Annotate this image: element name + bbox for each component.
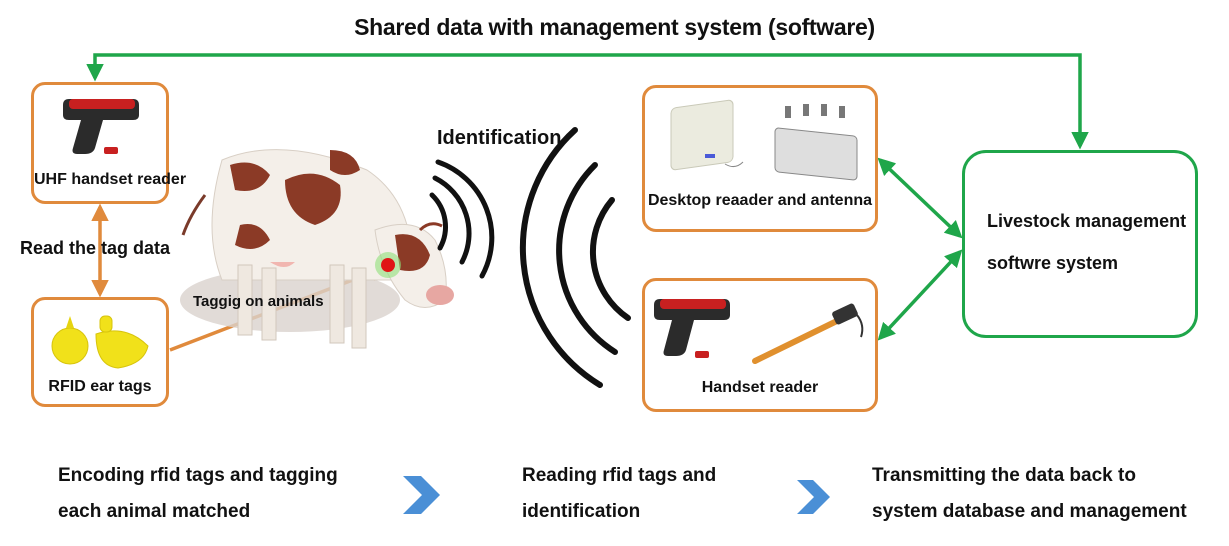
step-2-line-1: Reading rfid tags and bbox=[522, 465, 717, 486]
rfid-ear-tags-box: RFID ear tags bbox=[31, 297, 169, 407]
step-3-line-2: system database and management bbox=[872, 501, 1187, 522]
step-2: Reading rfid tags and identification bbox=[522, 458, 716, 530]
chevron-icon-2 bbox=[797, 480, 830, 514]
tag-dot bbox=[381, 258, 395, 272]
cow-illustration bbox=[180, 149, 454, 349]
step-1-line-1: Encoding rfid tags and tagging bbox=[58, 465, 338, 486]
uhf-handset-reader-label: UHF handset reader bbox=[34, 171, 187, 188]
signal-waves-large bbox=[519, 127, 631, 388]
desktop-reader-box: Desktop reaader and antenna bbox=[642, 85, 878, 232]
livestock-management-box: Livestock management softwre system bbox=[962, 150, 1198, 338]
read-tag-data-label: Read the tag data bbox=[20, 238, 171, 258]
ear-tag-icon bbox=[51, 315, 149, 369]
handset-to-management-arrow bbox=[877, 249, 963, 341]
step-3-line-1: Transmitting the data back to bbox=[872, 465, 1136, 486]
desktop-to-management-arrow bbox=[877, 157, 963, 239]
rfid-ear-tags-label: RFID ear tags bbox=[48, 378, 152, 395]
step-1-line-2: each animal matched bbox=[58, 501, 251, 522]
step-2-line-2: identification bbox=[522, 501, 641, 522]
chevron-icon-1 bbox=[403, 476, 440, 514]
uhf-handset-reader-box: UHF handset reader bbox=[31, 82, 187, 204]
desktop-reader-label: Desktop reaader and antenna bbox=[647, 192, 873, 209]
tagging-label: Taggig on animals bbox=[193, 293, 324, 310]
handset-reader-wand-icon bbox=[654, 299, 864, 364]
diagram-title: Shared data with management system (soft… bbox=[354, 14, 875, 40]
desktop-reader-icon bbox=[670, 99, 858, 181]
handset-reader-box: Handset reader bbox=[642, 278, 878, 412]
signal-waves-small bbox=[429, 159, 495, 279]
management-label-line1: Livestock management bbox=[987, 211, 1187, 231]
step-1: Encoding rfid tags and tagging each anim… bbox=[58, 458, 338, 530]
identification-label: Identification bbox=[437, 127, 562, 149]
management-label-line2: softwre system bbox=[987, 253, 1119, 273]
handset-reader-icon bbox=[63, 99, 139, 154]
handset-reader-label: Handset reader bbox=[701, 379, 819, 396]
step-3: Transmitting the data back to system dat… bbox=[872, 458, 1187, 530]
shared-data-arrow bbox=[86, 53, 1089, 150]
